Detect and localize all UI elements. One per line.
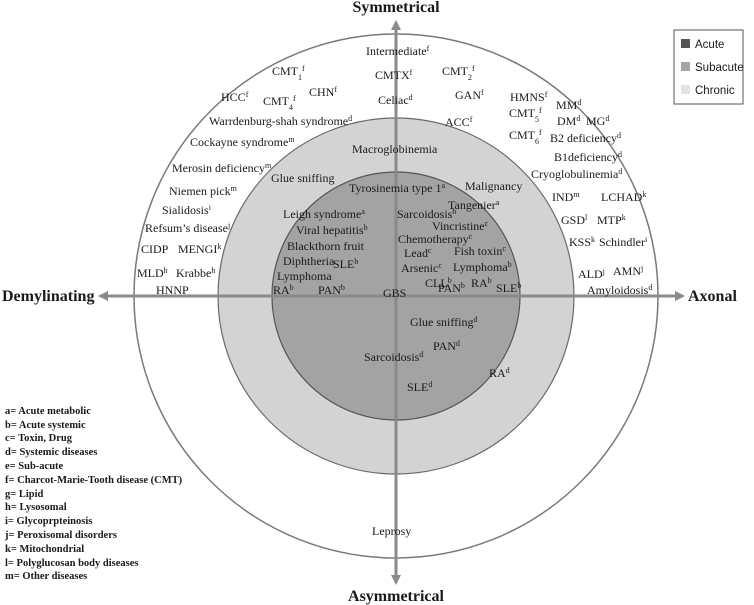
disease-label: Tangeniera — [448, 198, 500, 213]
key-item: m= Other diseases — [5, 571, 87, 582]
disease-label: GBS — [383, 286, 406, 300]
legend-swatch-chronic — [681, 85, 690, 94]
key-item: j= Peroxisomal disorders — [4, 530, 117, 541]
disease-label: PANd — [433, 339, 460, 354]
axis-label-demylinating: Demylinating — [2, 288, 94, 305]
disease-label: Niemen pickm — [169, 184, 238, 199]
legend-label-chronic: Chronic — [695, 85, 735, 97]
disease-label: MTPk — [597, 213, 626, 228]
disease-label: B1deficiencyd — [554, 150, 622, 165]
disease-label: CLLb — [425, 276, 452, 291]
disease-label: CMTXf — [375, 68, 413, 83]
key-item: c= Toxin, Drug — [5, 433, 73, 444]
disease-label: Vincristinec — [432, 219, 489, 234]
disease-label: SLEd — [407, 380, 432, 395]
disease-label: Tyrosinemia type 1a — [349, 181, 445, 196]
disease-label: CMT4f — [263, 94, 296, 112]
disease-label: Diphtheria — [283, 254, 335, 268]
disease-label: Viral hepatitisb — [296, 223, 368, 238]
disease-label: GSDl — [561, 213, 588, 228]
key-item: f= Charcot-Marie-Tooth disease (CMT) — [5, 475, 183, 486]
abbreviation-key: a= Acute metabolic b= Acute systemic c= … — [4, 406, 183, 582]
disease-label: AMNj — [613, 264, 643, 279]
disease-label: CMT5f — [509, 106, 542, 124]
legend-label-acute: Acute — [695, 39, 724, 51]
disease-label: Amyloidosisd — [587, 283, 652, 298]
disease-label: Glue sniffing — [271, 171, 334, 185]
disease-label: Macroglobinemia — [352, 142, 438, 156]
disease-label: Warrdenburg-shah syndromed — [209, 114, 352, 129]
disease-label: Fish toxinc — [454, 244, 506, 259]
disease-label: SLEb — [333, 257, 358, 272]
disease-label: Blackthorn fruit — [287, 239, 365, 253]
disease-label: CIDP — [141, 242, 169, 256]
disease-label: Sarcoidosisd — [364, 350, 423, 365]
disease-label: Leadc — [404, 246, 432, 261]
disease-label: RAb — [471, 276, 492, 291]
disease-label: Malignancy — [465, 179, 522, 193]
key-item: i= Glycoprpteinosis — [5, 516, 92, 527]
disease-label: INDm — [552, 190, 580, 205]
disease-label: PANb — [438, 281, 465, 296]
legend-swatch-acute — [681, 39, 690, 48]
disease-label: Chemotherapyc — [398, 232, 473, 247]
disease-label: LCHADk — [601, 190, 646, 205]
disease-label: Arsenicc — [401, 261, 442, 276]
axis-label-symmetrical: Symmetrical — [352, 0, 440, 16]
disease-label: Refsum’s diseasej — [145, 221, 230, 236]
disease-label: Schindleri — [599, 235, 648, 250]
disease-label: ALDj — [578, 267, 605, 282]
legend-label-subacute: Subacute — [695, 62, 744, 74]
disease-label: B2 deficiencyd — [550, 131, 621, 146]
key-item: k= Mitochondrial — [5, 544, 84, 555]
key-item: h= Lysosomal — [5, 502, 67, 513]
disease-label: Celiacd — [378, 93, 413, 108]
disease-label: MMd — [556, 98, 581, 113]
key-item: a= Acute metabolic — [5, 406, 91, 417]
disease-label: Lymphoma — [277, 269, 332, 283]
disease-label: HCCf — [221, 90, 249, 105]
disease-label: Intermediatef — [366, 44, 430, 59]
disease-label: Krabbeh — [176, 266, 215, 281]
disease-label: SLEb — [496, 281, 521, 296]
key-item: e= Sub-acute — [5, 461, 64, 472]
disease-label: RAd — [489, 366, 510, 381]
disease-label: Sialidosisi — [162, 203, 212, 218]
legend-swatch-subacute — [681, 62, 690, 71]
disease-label: RAb — [273, 283, 294, 298]
disease-label: Merosin deficiencym — [172, 161, 272, 176]
disease-label: CMT1f — [272, 64, 305, 82]
disease-label: Leigh syndromea — [283, 207, 365, 222]
axis-label-axonal: Axonal — [688, 288, 737, 305]
disease-label: CMT2f — [442, 64, 475, 82]
disease-label: Cockayne syndromem — [190, 135, 295, 150]
disease-label: CMT6f — [509, 128, 542, 146]
disease-label: KSSk — [569, 235, 595, 250]
key-item: b= Acute systemic — [5, 420, 86, 431]
disease-label: MENGIk — [178, 242, 221, 257]
disease-label: CHNf — [309, 85, 337, 100]
disease-label: HMNSf — [510, 90, 548, 105]
disease-label: Glue sniffingd — [410, 315, 477, 330]
disease-label: Leprosy — [372, 524, 411, 538]
legend-box: Acute Subacute Chronic — [673, 29, 744, 105]
disease-label: PANb — [318, 283, 345, 298]
disease-label: MGd — [586, 114, 609, 129]
key-item: g= Lipid — [5, 489, 44, 500]
key-item: l= Polyglucosan body diseases — [5, 558, 138, 569]
disease-label: MLDh — [137, 266, 168, 281]
disease-labels: Intermediatef CMT1f CMTXf CMT2f HCCf CHN… — [137, 44, 652, 539]
disease-label: Cryoglobulinemiad — [531, 167, 622, 182]
disease-label: HNNP — [156, 283, 189, 297]
disease-label: DMd — [557, 114, 580, 129]
disease-label: ACCf — [445, 115, 473, 130]
disease-label: Lymphomab — [453, 260, 512, 275]
disease-label: Sarcoidosisb — [397, 207, 456, 222]
disease-label: GANf — [455, 88, 484, 103]
key-item: d= Systemic diseases — [5, 447, 97, 458]
axis-label-asymmetrical: Asymmetrical — [348, 588, 445, 605]
